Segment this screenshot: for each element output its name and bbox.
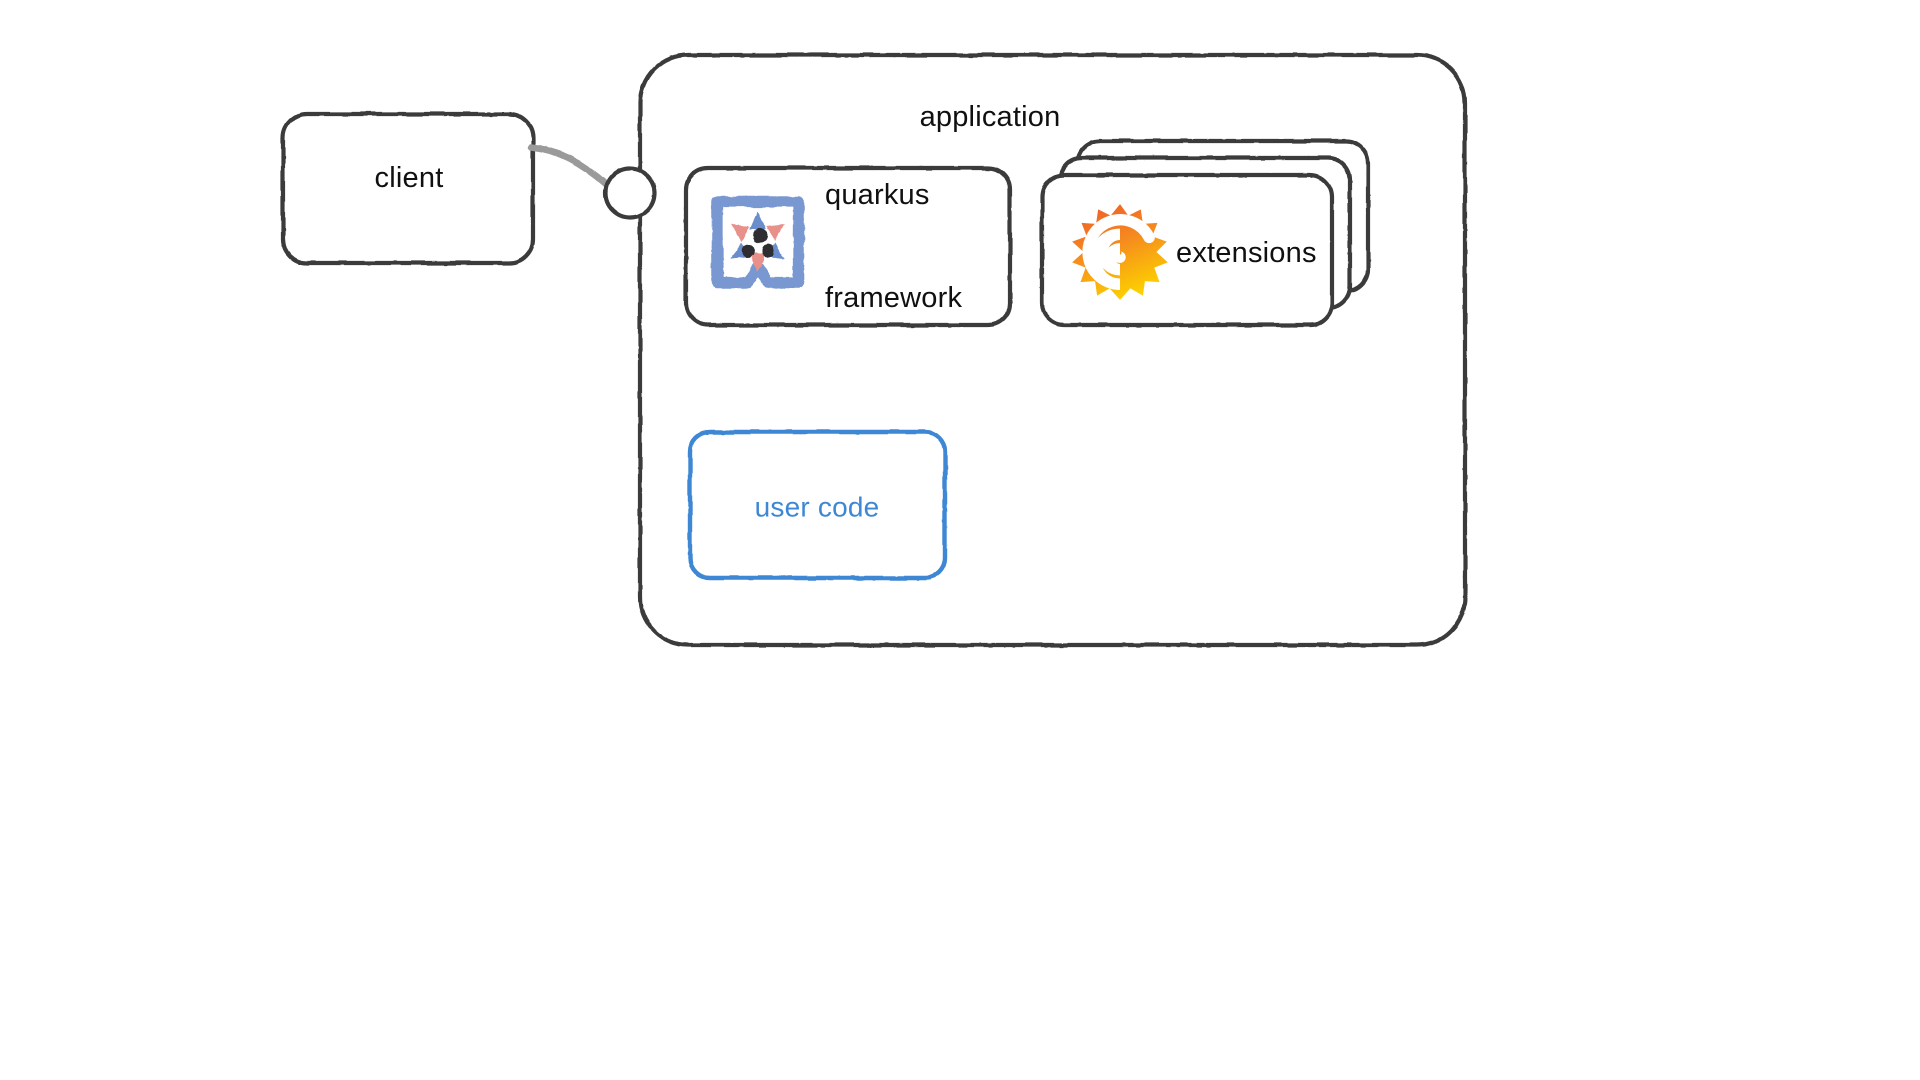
quarkus-framework-label-line1: quarkus	[825, 179, 930, 212]
quarkus-framework-label-line2: framework	[825, 282, 963, 315]
application-label: application	[919, 101, 1061, 133]
extension-sun-spiral-icon	[1068, 200, 1172, 304]
port-circle-node[interactable]	[603, 166, 657, 220]
connector-client-to-port	[527, 143, 611, 189]
extensions-card-back-1	[1057, 155, 1353, 311]
extensions-label: extensions	[1176, 236, 1317, 269]
client-label: client	[374, 161, 444, 194]
extensions-stack[interactable]	[1039, 138, 1371, 328]
quarkus-logo-icon	[706, 190, 810, 294]
quarkus-framework-label: quarkus framework	[825, 110, 962, 384]
application-container[interactable]	[637, 52, 1468, 648]
user-code-label: user code	[754, 491, 880, 523]
